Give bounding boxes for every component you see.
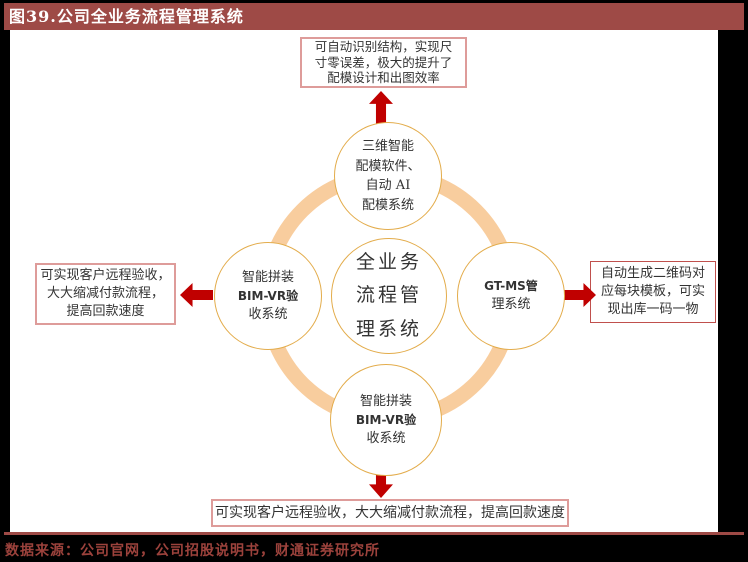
- callout-right-line: 现出库一码一物: [607, 302, 699, 317]
- node-right-line: GT-MS管: [484, 279, 538, 294]
- node-left-line: BIM-VR验: [237, 289, 299, 303]
- node-top-line: 配模软件、: [355, 158, 421, 174]
- node-bottom-line: BIM-VR验: [355, 413, 417, 427]
- node-top-line: 三维智能: [361, 139, 414, 154]
- node-top-line: 自动 AI: [365, 178, 411, 193]
- bottom-rule: [4, 532, 744, 535]
- node-bottom-line: 智能拼装: [359, 393, 412, 409]
- center-circle-line: 全业务: [355, 251, 422, 274]
- callout-bottom-line: 可实现客户远程验收，大大缩减付款流程，提高回款速度: [215, 505, 565, 521]
- callout-left-line: 提高回款速度: [66, 304, 145, 319]
- figure-title-bar: 图39.公司全业务流程管理系统: [4, 3, 744, 30]
- node-left-line: 智能拼装: [241, 269, 294, 285]
- figure-title: 图39.公司全业务流程管理系统: [9, 7, 244, 26]
- center-circle-line: 理系统: [355, 317, 422, 340]
- callout-box-right: 自动生成二维码对 应每块模板，可实 现出库一码一物: [590, 261, 716, 323]
- callout-box-top: 可自动识别结构，实现尺 寸零误差，极大的提升了 配模设计和出图效率: [300, 37, 467, 88]
- node-circle-right: GT-MS管 理系统: [457, 242, 565, 350]
- callout-top-line: 配模设计和出图效率: [327, 70, 440, 86]
- center-circle: 全业务 流程管 理系统: [331, 238, 447, 354]
- node-right-line: 理系统: [491, 297, 531, 313]
- callout-right-line: 应每块模板，可实: [600, 284, 705, 299]
- callout-box-bottom: 可实现客户远程验收，大大缩减付款流程，提高回款速度: [211, 499, 569, 527]
- node-bottom-line: 收系统: [366, 431, 406, 446]
- callout-top-line: 可自动识别结构，实现尺: [314, 39, 453, 55]
- center-circle-line: 流程管: [355, 284, 422, 307]
- callout-left-line: 可实现客户远程验收，: [40, 268, 171, 283]
- node-top-line: 配模系统: [361, 197, 414, 213]
- node-circle-bottom: 智能拼装 BIM-VR验 收系统: [330, 364, 442, 476]
- source-note: 数据来源：公司官网，公司招股说明书，财通证券研究所: [5, 543, 380, 559]
- callout-right-line: 自动生成二维码对: [600, 266, 705, 281]
- node-circle-top: 三维智能 配模软件、 自动 AI 配模系统: [334, 122, 442, 230]
- node-left-line: 收系统: [248, 307, 288, 322]
- callout-box-left: 可实现客户远程验收， 大大缩减付款流程， 提高回款速度: [35, 263, 176, 325]
- callout-top-line: 寸零误差，极大的提升了: [314, 54, 453, 70]
- node-circle-left: 智能拼装 BIM-VR验 收系统: [214, 242, 322, 350]
- callout-left-line: 大大缩减付款流程，: [46, 286, 164, 301]
